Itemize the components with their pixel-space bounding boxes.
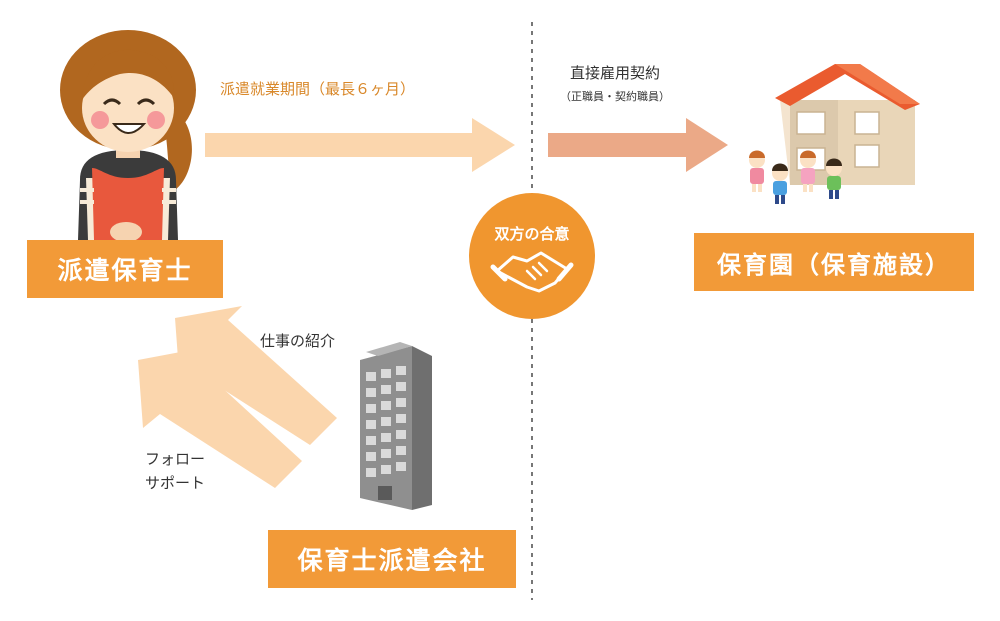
job-introduction-arrow [175, 306, 337, 445]
dispatch-period-label: 派遣就業期間（最長６ヶ月） [220, 80, 416, 98]
nurse-illustration [60, 30, 196, 242]
office-building-icon [360, 342, 432, 510]
nursery-house-illustration [775, 64, 920, 185]
direct-contract-arrow [548, 118, 728, 172]
follow-support-arrow [138, 347, 302, 488]
nursery-label: 保育園（保育施設） [694, 233, 974, 291]
follow-label-line1: フォロー [145, 450, 206, 468]
children-illustration [749, 150, 842, 204]
follow-label-line2: サポート [145, 474, 206, 492]
dispatch-period-arrow [205, 118, 515, 172]
employment-types-label: （正職員・契約職員） [560, 90, 670, 103]
handshake-icon [490, 251, 574, 293]
agency-label: 保育士派遣会社 [268, 530, 516, 588]
job-introduction-label: 仕事の紹介 [260, 332, 336, 350]
mutual-agreement-badge: 双方の合意 [469, 193, 595, 319]
mutual-agreement-label: 双方の合意 [494, 225, 570, 243]
dispatch-nurse-label: 派遣保育士 [27, 240, 223, 298]
direct-contract-label: 直接雇用契約 [570, 64, 661, 82]
